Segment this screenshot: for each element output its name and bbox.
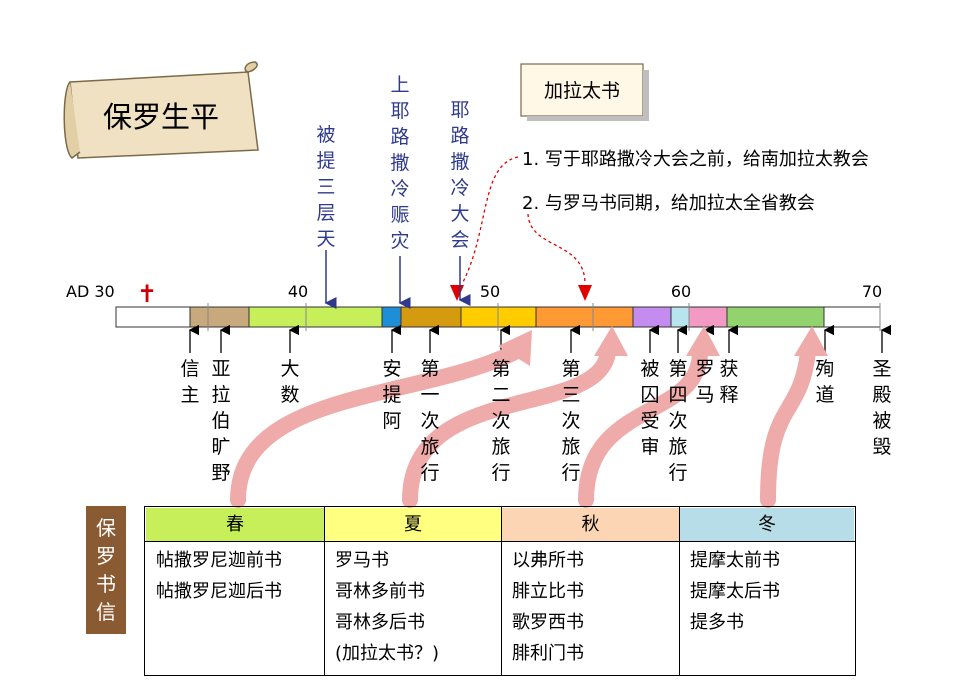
season-link-arrows (230, 344, 816, 508)
letter-item: 帖撒罗尼迦后书 (156, 581, 282, 602)
timeline-segment (115, 306, 191, 328)
callout-title: 加拉太书 (543, 80, 620, 102)
letter-item: 以弗所书 (512, 550, 584, 571)
decade-label-70: 70 (861, 282, 883, 301)
callout-box (520, 63, 644, 117)
letter-item: 提摩太前书 (690, 550, 780, 571)
top-event-famine-relief: 上耶路撒冷赈灾 (390, 74, 410, 252)
event-arabia: 亚拉伯旷野 (211, 358, 231, 484)
callout-link-1 (461, 156, 519, 285)
timeline-segment (726, 306, 825, 328)
letter-item: 歌罗西书 (512, 612, 584, 633)
title-scroll (63, 61, 259, 159)
timeline-bar (115, 303, 881, 331)
event-third-journey: 第三次旅行 (561, 358, 581, 484)
page-title: 保罗生平 (103, 100, 220, 134)
timeline-segment (535, 306, 634, 328)
letters-side-label-text: 保罗书信 (96, 516, 116, 624)
top-event-raptured: 被提三层天 (316, 124, 336, 250)
event-temple-destroyed: 圣殿被毁 (872, 358, 892, 458)
season-header-winter: 冬 (680, 508, 854, 541)
marker-triangle-1 (450, 285, 464, 301)
event-release: 获释 (719, 358, 739, 406)
top-event-jerusalem-council: 耶路撒冷大会 (450, 99, 470, 251)
letter-item: 提摩太后书 (690, 581, 780, 602)
decade-label-60: 60 (670, 282, 692, 301)
timeline-segment (688, 306, 728, 328)
event-conversion: 信主 (180, 358, 200, 406)
cross-icon: ✝ (137, 280, 158, 308)
event-second-journey: 第二次旅行 (491, 358, 511, 484)
season-header-autumn: 秋 (502, 508, 680, 541)
timeline-segment (248, 306, 383, 328)
letters-table (144, 506, 856, 676)
letter-item: 帖撒罗尼迦前书 (156, 550, 282, 571)
callout-item-2: 2. 与罗马书同期，给加拉太全省教会 (522, 193, 815, 214)
timeline-segment (632, 306, 672, 328)
start-year-label: AD 30 (66, 282, 115, 301)
letter-item: (加拉太书？) (335, 643, 440, 664)
letter-item: 提多书 (690, 612, 744, 633)
callout-item-1: 1. 写于耶路撒冷大会之前，给南加拉太教会 (522, 149, 869, 170)
timeline-segment (381, 306, 402, 328)
timeline-segment (670, 306, 690, 328)
letter-item: 哥林多前书 (335, 581, 425, 602)
marker-triangle-2 (578, 285, 592, 301)
season-letters-summer: 罗马书 哥林多前书 哥林多后书 (加拉太书？) (325, 545, 501, 669)
letters-side-label (86, 506, 126, 634)
season-letters-spring: 帖撒罗尼迦前书 帖撒罗尼迦后书 (146, 545, 324, 607)
event-first-journey: 第一次旅行 (420, 358, 440, 484)
event-fourth-journey: 第四次旅行 (668, 358, 688, 484)
letter-item: 腓利门书 (512, 643, 584, 664)
season-header-summer: 夏 (325, 508, 502, 541)
event-imprisonment: 被囚受审 (640, 358, 660, 458)
decade-label-40: 40 (287, 282, 309, 301)
decade-label-50: 50 (479, 282, 501, 301)
timeline-segment (823, 306, 881, 328)
letter-item: 哥林多后书 (335, 612, 425, 633)
event-tarsus: 大数 (280, 358, 300, 406)
event-antioch: 安提阿 (382, 358, 402, 432)
season-letters-autumn: 以弗所书 腓立比书 歌罗西书 腓利门书 (502, 545, 679, 669)
season-letters-winter: 提摩太前书 提摩太后书 提多书 (680, 545, 856, 638)
letter-item: 罗马书 (335, 550, 389, 571)
event-martyrdom: 殉道 (815, 358, 835, 406)
season-header-spring: 春 (146, 508, 325, 541)
callout-link-2 (527, 213, 586, 285)
letter-item: 腓立比书 (512, 581, 584, 602)
timeline-segment (400, 306, 462, 328)
event-rome: 罗马 (695, 358, 715, 406)
timeline-segment (189, 306, 250, 328)
